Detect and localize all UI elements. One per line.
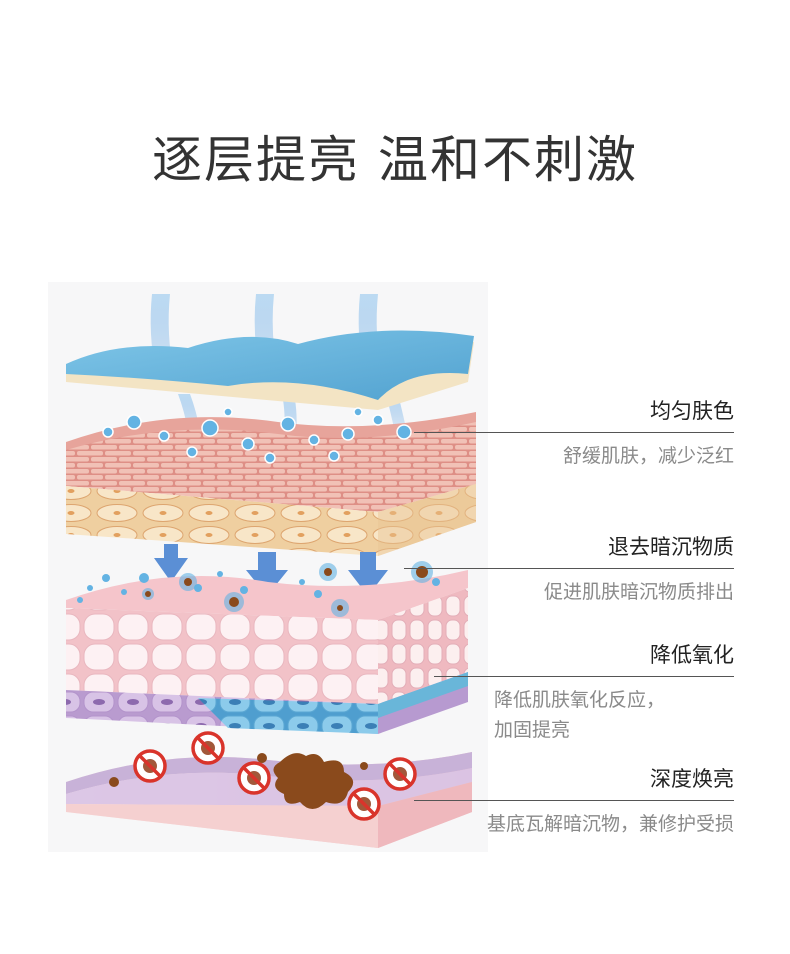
callout-divider: [414, 800, 734, 801]
callout-title: 退去暗沉物质: [608, 535, 734, 559]
callout-description: 基底瓦解暗沉物，兼修护受损: [486, 813, 734, 835]
hydration-bubbles: [102, 407, 412, 464]
callout-reduce-oxidation: 降低氧化 降低肌肤氧化反应， 加固提亮: [434, 640, 734, 745]
callout-title: 深度焕亮: [650, 767, 734, 791]
callout-deep-brightening: 深度焕亮 基底瓦解暗沉物，兼修护受损: [414, 764, 734, 839]
dermis-layer: [66, 412, 476, 556]
callout-remove-dullness: 退去暗沉物质 促进肌肤暗沉物质排出: [404, 532, 734, 607]
melanin-blotch: [273, 753, 354, 809]
dark-particles: [77, 561, 440, 617]
skin-layers-illustration: [48, 282, 488, 852]
top-essence-layer: [66, 330, 474, 410]
callout-divider: [434, 676, 734, 677]
callout-divider: [414, 432, 734, 433]
downward-arrows: [154, 544, 388, 596]
callout-description: 舒缓肌肤，减少泛红: [562, 445, 734, 467]
callout-title: 降低氧化: [650, 643, 734, 667]
callout-even-skin-tone: 均匀肤色 舒缓肌肤，减少泛红: [414, 396, 734, 471]
callout-description: 促进肌肤暗沉物质排出: [543, 581, 734, 603]
callout-description: 降低肌肤氧化反应， 加固提亮: [494, 689, 666, 741]
epidermis-cell-layer: [66, 570, 468, 734]
callout-divider: [404, 568, 734, 569]
page-title: 逐层提亮 温和不刺激: [152, 131, 638, 189]
callout-title: 均匀肤色: [650, 399, 734, 423]
